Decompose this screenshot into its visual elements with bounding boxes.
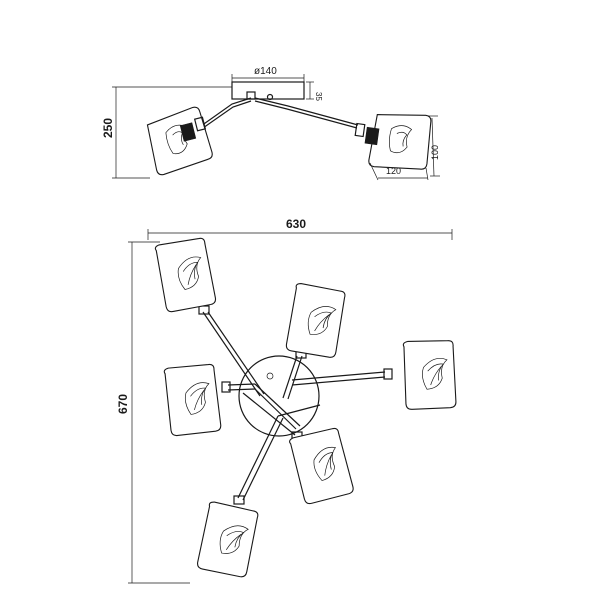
connector-left [221, 381, 231, 393]
shade-left [161, 361, 224, 438]
top-view: 630 670 [116, 217, 459, 584]
plate-connector [246, 91, 256, 100]
shade-top-center [284, 282, 347, 359]
side-view: ø140 35 250 100 120 [101, 66, 440, 181]
top-arms [202, 311, 386, 501]
shade-lower-right [286, 424, 357, 507]
central-plate [238, 355, 320, 437]
connector-right [383, 368, 393, 380]
top-depth-label: 670 [116, 394, 130, 414]
shade-height-label: 100 [430, 145, 440, 160]
top-width-label: 630 [286, 217, 306, 231]
plate-height-label: 35 [314, 92, 323, 101]
side-height-label: 250 [101, 118, 115, 138]
plate-diameter-label: ø140 [254, 66, 277, 77]
shade-right [401, 337, 459, 412]
shade-top-left [152, 234, 219, 315]
right-socket [364, 126, 380, 146]
connector-bottom [233, 495, 245, 505]
side-arm-left [200, 97, 252, 127]
left-socket [179, 122, 197, 142]
side-arm-right [254, 97, 359, 126]
shade-bottom [195, 500, 260, 579]
shade-width-label: 120 [386, 166, 401, 176]
plate-screw-icon [266, 93, 274, 101]
